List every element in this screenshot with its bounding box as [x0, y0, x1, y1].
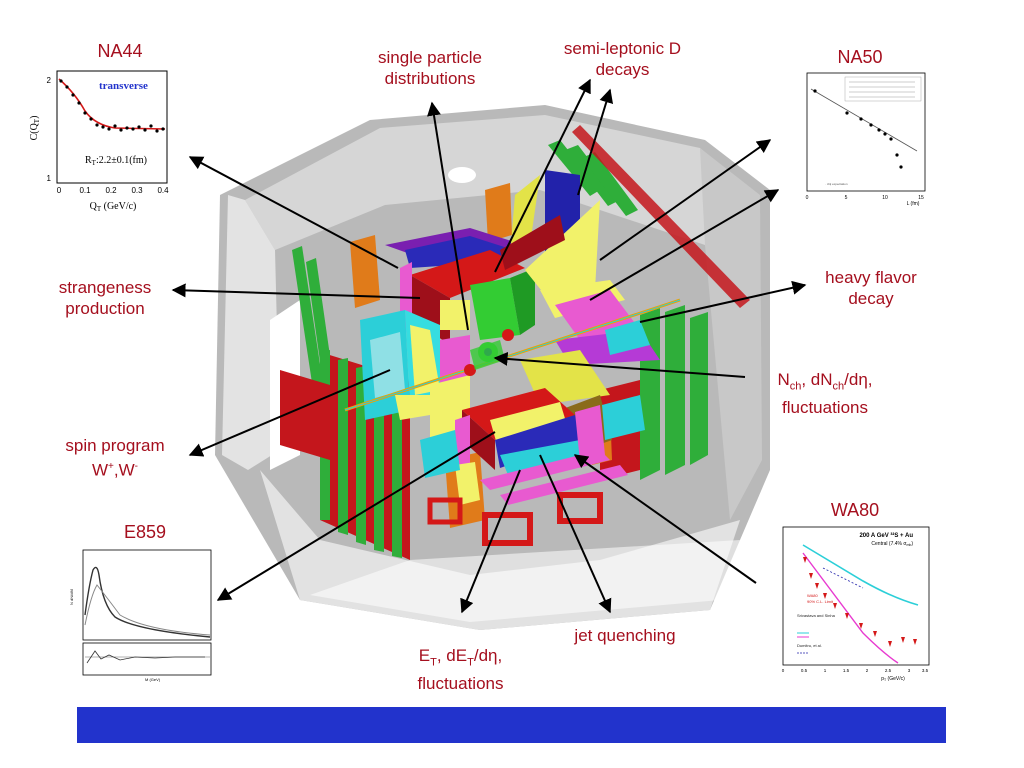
et-line1: ET, dET/dη, [378, 645, 543, 673]
wa80-header: 200 A GeV ³²S + Au [859, 532, 913, 539]
wa80-legend-dumitru: Dumitru, et al. [797, 643, 822, 648]
na50-plot: · J/ψ expectation 0 5 10 15 L (fm) [785, 67, 930, 207]
nch-sub-ch-2: ch [832, 380, 845, 393]
na44-xtick-0: 0 [57, 186, 62, 195]
et-text-de: , dE [436, 646, 468, 665]
wa80-xtick-5: 2.5 [885, 668, 892, 673]
footer-bar [77, 707, 946, 743]
svg-text:N dN/dM: N dN/dM [69, 589, 74, 605]
heavy-flavor-line1: heavy flavor [825, 268, 917, 287]
wa80-legend-hydro: Srivastava and Sinha [797, 613, 836, 618]
et-line2: fluctuations [417, 674, 504, 694]
e859-title: E859 [123, 522, 167, 542]
strangeness-label: strangeness production [40, 277, 170, 319]
na44-xtick-3: 0.3 [131, 186, 143, 195]
nch-text-deta: /dη, [844, 370, 873, 389]
heavy-flavor-line2: decay [848, 289, 894, 308]
wa80-legend-wa80: WA80 [807, 593, 819, 598]
wa80-xlabel: pT (GeV/c) [881, 676, 905, 682]
nch-text-n: N [777, 370, 790, 389]
na44-legend: transverse [99, 80, 148, 92]
na44-ytick-1: 1 [47, 174, 52, 183]
wa80-xtick-4: 2 [866, 668, 869, 673]
na50-xtick-2: 10 [882, 195, 888, 201]
et-text-deta: /dη, [473, 646, 503, 665]
strangeness-line2: production [65, 299, 145, 318]
jet-quenching-label: jet quenching [574, 626, 676, 645]
svg-text:M (GeV): M (GeV) [145, 677, 161, 682]
semi-leptonic-line2: decays [595, 60, 650, 79]
na44-xtick-4: 0.4 [157, 186, 169, 195]
spin-w: W [91, 460, 109, 480]
na50-xlabel: L (fm) [907, 201, 920, 207]
na50-xtick-1: 5 [845, 195, 848, 201]
strangeness-line1: strangeness [58, 278, 152, 297]
na44-xtick-1: 0.1 [79, 186, 91, 195]
et-label: ET, dET/dη, fluctuations [378, 645, 543, 694]
svg-text:· J/ψ expectation: · J/ψ expectation [825, 182, 848, 186]
na44-annotation: RT:2.2±0.1(fm) [85, 155, 147, 167]
wa80-plot: 200 A GeV ³²S + Au Central (7.4% σmb) WA… [763, 523, 933, 683]
et-text-e: E [418, 646, 431, 665]
wa80-subheader: Central (7.4% σmb) [871, 541, 913, 547]
single-particle-line2: distributions [384, 69, 476, 88]
wa80-xtick-1: 0.5 [801, 668, 808, 673]
nch-line2: fluctuations [782, 398, 868, 418]
single-particle-line1: single particle [378, 48, 482, 67]
na44-plot: C(QT) transverse RT:2.2±0.1(fm) 2 1 0 0.… [25, 63, 175, 218]
spin-line1: spin program [65, 436, 165, 455]
wa80-legend-wa80-2: 90% C.L. Limit [807, 599, 834, 604]
wa80-xtick-3: 1.5 [843, 668, 850, 673]
semi-leptonic-label: semi-leptonic D decays [545, 38, 700, 80]
heavy-flavor-label: heavy flavor decay [806, 267, 936, 309]
wa80-xtick-0: 0 [782, 668, 785, 673]
nch-line1: Nch, dNch/dη, [745, 369, 905, 397]
spin-w2: ,W [113, 460, 135, 480]
na50-title: NA50 [837, 47, 883, 67]
e859-plot: N dN/dM M (GeV) [65, 545, 215, 685]
wa80-title: WA80 [830, 500, 880, 520]
nch-sub-ch: ch [789, 380, 802, 393]
na44-ytick-2: 2 [47, 76, 52, 85]
nch-label: Nch, dNch/dη, fluctuations [745, 369, 905, 418]
spin-plus: + [108, 461, 114, 472]
na44-ylabel: C(QT) [29, 116, 41, 141]
single-particle-label: single particle distributions [355, 47, 505, 89]
na44-xlabel: QT (GeV/c) [90, 201, 137, 213]
spin-minus: - [134, 461, 138, 472]
na50-xtick-3: 15 [918, 195, 924, 201]
na44-xtick-2: 0.2 [105, 186, 117, 195]
et-sub-t: T [430, 656, 437, 669]
spin-line2: W+,W- [50, 456, 180, 481]
et-sub-t-2: T [467, 656, 474, 669]
wa80-xtick-2: 1 [824, 668, 827, 673]
na44-title: NA44 [97, 41, 143, 61]
wa80-xtick-7: 3.5 [922, 668, 929, 673]
na50-xtick-0: 0 [806, 195, 809, 201]
spin-program-label: spin program W+,W- [50, 435, 180, 481]
nch-text-dn: , dN [801, 370, 833, 389]
semi-leptonic-line1: semi-leptonic D [563, 39, 682, 58]
wa80-xtick-6: 3 [908, 668, 911, 673]
